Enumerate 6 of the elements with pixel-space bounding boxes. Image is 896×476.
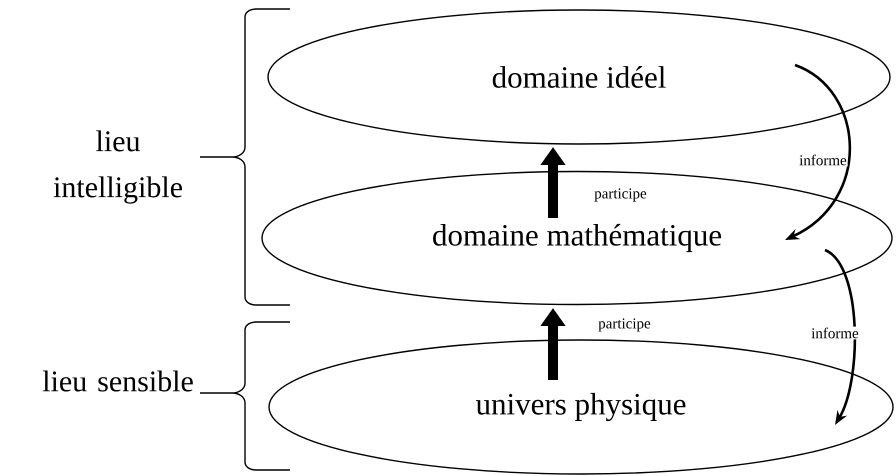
edge-label: participe bbox=[594, 188, 646, 202]
edge-label: informe bbox=[812, 328, 858, 338]
bracket-label: lieu intelligible bbox=[54, 130, 182, 204]
edge-label: participe bbox=[598, 318, 650, 332]
edge-label: informe bbox=[800, 154, 846, 166]
bracket-label: lieu sensible bbox=[42, 370, 193, 392]
